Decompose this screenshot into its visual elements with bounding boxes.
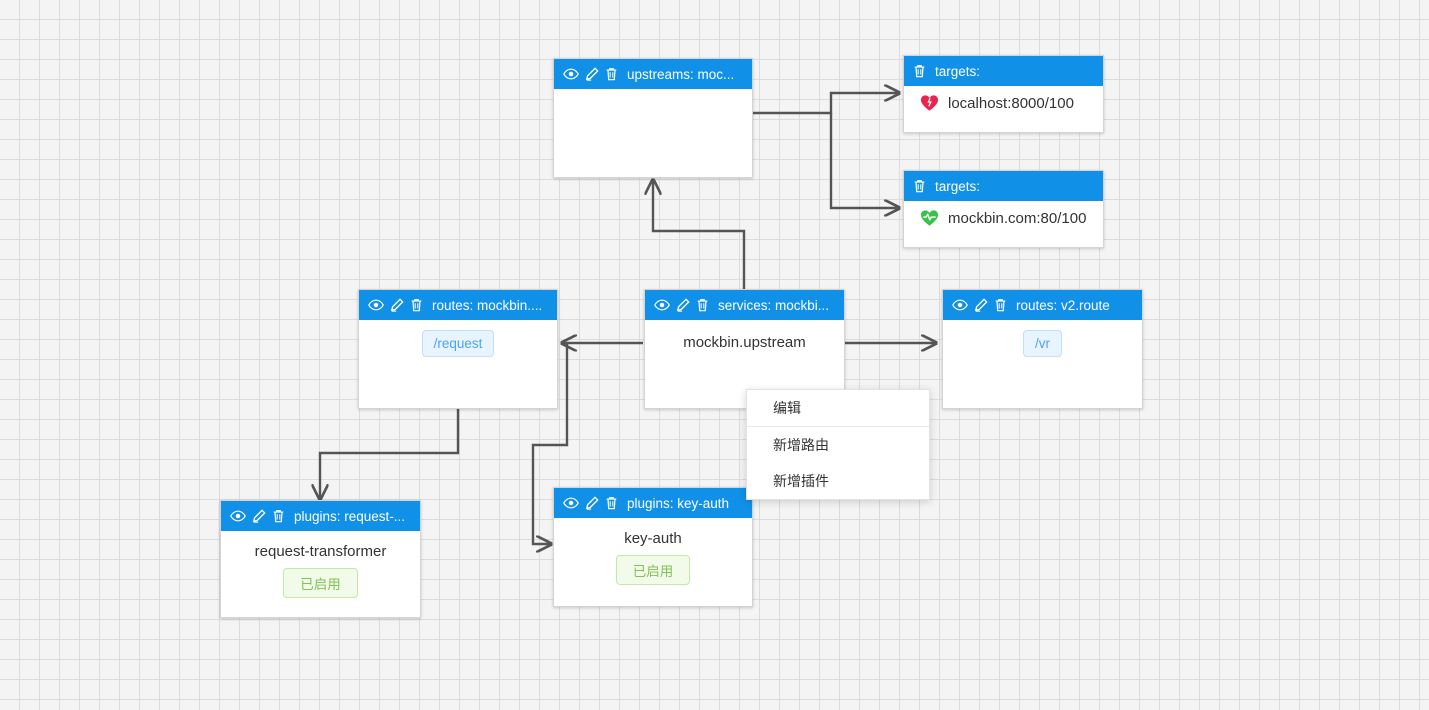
eye-icon[interactable] — [230, 509, 246, 523]
node-header[interactable]: targets: — [904, 171, 1103, 201]
node-routes-v2[interactable]: routes: v2.route /vr — [942, 289, 1143, 409]
pencil-icon[interactable] — [252, 509, 266, 523]
context-menu-separator — [747, 426, 929, 427]
trash-icon[interactable] — [913, 64, 926, 78]
node-title: routes: mockbin.... — [432, 297, 543, 313]
node-body: request-transformer 已启用 — [221, 531, 420, 608]
node-body: mockbin.com:80/100 — [904, 201, 1103, 237]
eye-icon[interactable] — [368, 298, 384, 312]
context-menu[interactable]: 编辑 新增路由 新增插件 — [746, 389, 930, 500]
node-title: targets: — [935, 178, 981, 194]
pencil-icon[interactable] — [676, 298, 690, 312]
node-header[interactable]: upstreams: moc... — [554, 59, 752, 89]
trash-icon[interactable] — [272, 509, 285, 523]
node-header-icons[interactable] — [563, 67, 618, 81]
node-body: key-auth 已启用 — [554, 518, 752, 595]
trash-icon[interactable] — [994, 298, 1007, 312]
context-menu-item-add-plugin[interactable]: 新增插件 — [773, 473, 829, 489]
node-body: mockbin.upstream — [645, 320, 844, 361]
eye-icon[interactable] — [563, 67, 579, 81]
node-body-text: key-auth — [624, 530, 682, 547]
node-header-icons[interactable] — [654, 298, 709, 312]
target-row: mockbin.com:80/100 — [912, 209, 1095, 227]
node-header[interactable]: plugins: request-... — [221, 501, 420, 531]
node-title: plugins: key-auth — [627, 495, 730, 511]
node-header-icons[interactable] — [952, 298, 1007, 312]
node-plugin-request-transformer[interactable]: plugins: request-... request-transformer… — [220, 500, 421, 618]
trash-icon[interactable] — [605, 496, 618, 510]
target-label: localhost:8000/100 — [948, 94, 1074, 112]
status-badge: 已启用 — [283, 568, 358, 598]
context-menu-item-edit[interactable]: 编辑 — [773, 400, 801, 416]
node-header-icons[interactable] — [368, 298, 423, 312]
node-upstreams[interactable]: upstreams: moc... — [553, 58, 753, 178]
status-badge: 已启用 — [615, 555, 691, 585]
pencil-icon[interactable] — [585, 496, 599, 510]
node-target-unhealthy[interactable]: targets: localhost:8000/100 — [903, 55, 1104, 133]
pencil-icon[interactable] — [974, 298, 988, 312]
route-path-tag[interactable]: /vr — [1023, 330, 1062, 357]
node-body: /request — [359, 320, 557, 367]
node-routes-mockbin[interactable]: routes: mockbin.... /request — [358, 289, 558, 409]
node-header-icons[interactable] — [913, 179, 926, 193]
target-label: mockbin.com:80/100 — [948, 209, 1087, 227]
eye-icon[interactable] — [654, 298, 670, 312]
pencil-icon[interactable] — [390, 298, 404, 312]
node-title: upstreams: moc... — [627, 66, 735, 82]
node-title: plugins: request-... — [294, 508, 406, 524]
node-header-icons[interactable] — [913, 64, 926, 78]
trash-icon[interactable] — [913, 179, 926, 193]
node-header[interactable]: targets: — [904, 56, 1103, 86]
node-header[interactable]: plugins: key-auth — [554, 488, 752, 518]
node-title: targets: — [935, 63, 981, 79]
node-header[interactable]: routes: mockbin.... — [359, 290, 557, 320]
edge-upstreams-target-healthy — [829, 113, 899, 208]
node-header-icons[interactable] — [563, 496, 618, 510]
node-header[interactable]: services: mockbi... — [645, 290, 844, 320]
node-body: /vr — [943, 320, 1142, 367]
trash-icon[interactable] — [696, 298, 709, 312]
trash-icon[interactable] — [410, 298, 423, 312]
node-body-text: request-transformer — [254, 543, 387, 560]
edge-upstreams-target-unhealthy — [753, 93, 899, 115]
node-header-icons[interactable] — [230, 509, 285, 523]
edge-services-upstreams — [653, 180, 746, 289]
target-row: localhost:8000/100 — [912, 94, 1095, 112]
trash-icon[interactable] — [605, 67, 618, 81]
heart-pulse-icon — [920, 209, 939, 227]
eye-icon[interactable] — [952, 298, 968, 312]
node-plugin-key-auth[interactable]: plugins: key-auth key-auth 已启用 — [553, 487, 753, 607]
node-body: localhost:8000/100 — [904, 86, 1103, 122]
node-body-text: mockbin.upstream — [683, 334, 806, 351]
eye-icon[interactable] — [563, 496, 579, 510]
node-title: services: mockbi... — [718, 297, 830, 313]
node-header[interactable]: routes: v2.route — [943, 290, 1142, 320]
route-path-tag[interactable]: /request — [421, 330, 495, 357]
node-title: routes: v2.route — [1016, 297, 1110, 313]
node-target-healthy[interactable]: targets: mockbin.com:80/100 — [903, 170, 1104, 248]
heart-broken-icon — [920, 94, 939, 112]
pencil-icon[interactable] — [585, 67, 599, 81]
node-body — [554, 89, 752, 109]
edge-routes-plugin-request-transformer — [320, 409, 460, 499]
context-menu-item-add-route[interactable]: 新增路由 — [773, 437, 829, 453]
